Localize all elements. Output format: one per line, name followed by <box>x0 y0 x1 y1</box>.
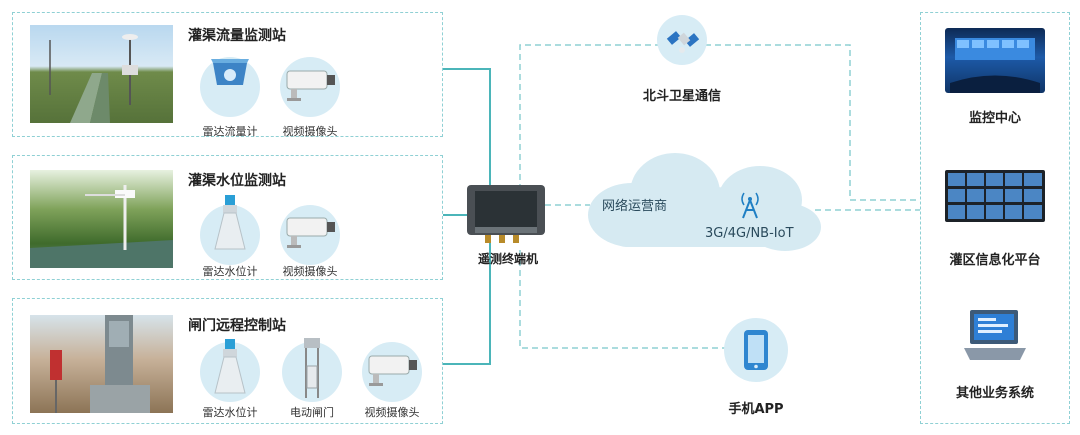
station-flow-box <box>12 12 443 137</box>
phone-icon <box>742 328 770 376</box>
device-label: 雷达水位计 <box>202 406 258 419</box>
telemetry-terminal-icon <box>465 183 547 249</box>
camera-icon <box>365 350 421 394</box>
satellite-label: 北斗卫星通信 <box>642 89 722 104</box>
device-label: 视频摄像头 <box>282 125 338 138</box>
terminal-label: 遥测终端机 <box>477 252 539 266</box>
gate-station-photo <box>30 315 173 413</box>
control-room-icon <box>945 28 1045 93</box>
mobile-label: 手机APP <box>728 402 784 417</box>
camera-icon <box>283 212 339 256</box>
right-node-label: 监控中心 <box>968 111 1022 126</box>
right-node-label: 其他业务系统 <box>955 386 1035 401</box>
station-title: 灌渠流量监测站 <box>188 28 286 44</box>
network-tower-label: 3G/4G/NB-IoT <box>705 226 794 241</box>
station-level-box <box>12 155 443 280</box>
network-operator-label: 网络运营商 <box>602 199 668 214</box>
electric-gate-icon <box>300 336 324 406</box>
flow-station-photo <box>30 25 173 123</box>
radar-flowmeter-icon <box>207 55 253 105</box>
signal-tower-icon <box>737 190 763 224</box>
level-station-photo <box>30 170 173 268</box>
device-label: 雷达水位计 <box>202 265 258 278</box>
laptop-icon <box>962 308 1028 370</box>
station-gate-box <box>12 298 443 424</box>
device-label: 电动闸门 <box>290 406 334 419</box>
satellite-icon <box>664 20 704 64</box>
station-title: 灌渠水位监测站 <box>188 173 286 189</box>
network-cloud <box>580 145 825 259</box>
video-wall-icon <box>945 170 1045 222</box>
station-title: 闸门远程控制站 <box>188 318 286 334</box>
radar-level-meter-icon <box>213 337 247 401</box>
camera-icon <box>283 65 339 109</box>
radar-level-meter-icon <box>213 193 247 257</box>
device-label: 视频摄像头 <box>282 265 338 278</box>
device-label: 视频摄像头 <box>364 406 420 419</box>
device-label: 雷达流量计 <box>202 125 258 138</box>
right-systems-box <box>920 12 1070 424</box>
right-node-label: 灌区信息化平台 <box>949 253 1041 268</box>
